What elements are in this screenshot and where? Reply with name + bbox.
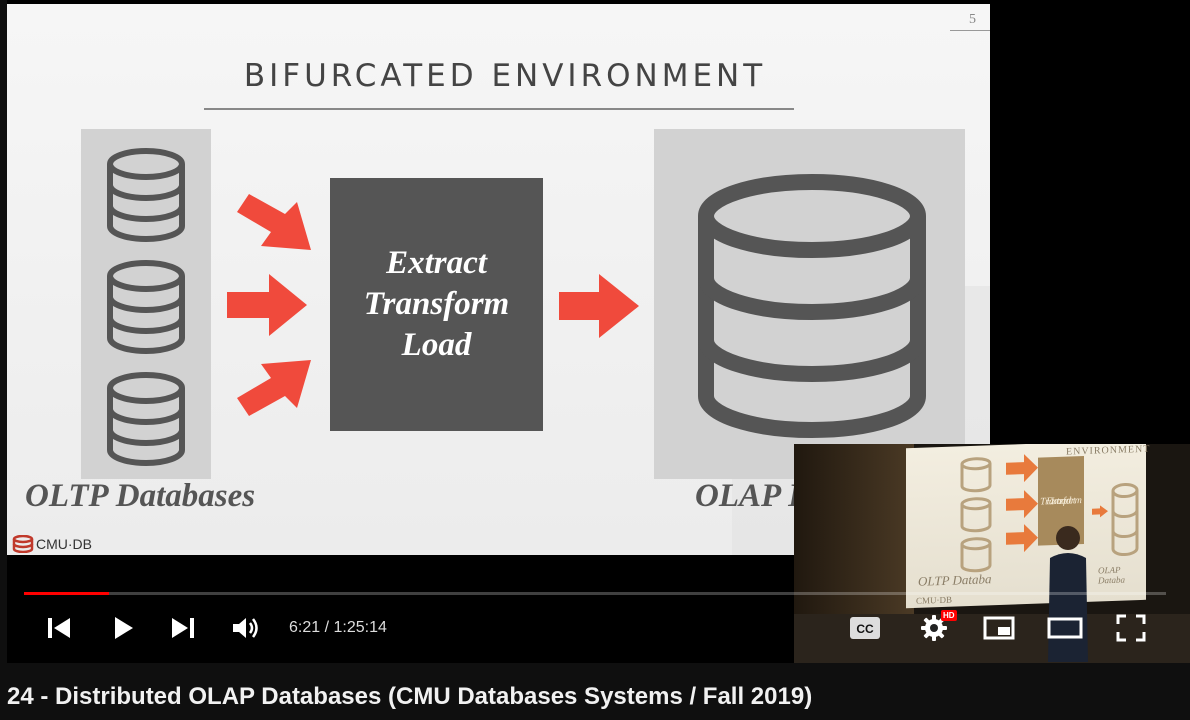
svg-text:CC: CC	[856, 622, 874, 636]
mute-button[interactable]	[229, 612, 263, 644]
slide-frame: 5 BIFURCATED ENVIRONMENT	[7, 4, 990, 555]
play-icon	[115, 617, 133, 639]
oltp-label: OLTP Databases	[25, 478, 256, 514]
pip-cmu-db-logo: CMU·DB	[916, 594, 953, 606]
next-button[interactable]	[167, 612, 199, 644]
arrow-icon	[559, 274, 639, 338]
cmu-db-logo-text: CMU·DB	[36, 536, 92, 552]
arrow-icon	[227, 274, 307, 336]
etl-line: Load	[401, 327, 472, 363]
hd-badge: HD	[941, 610, 957, 621]
etl-line: Transform	[363, 286, 510, 322]
theater-mode-button[interactable]	[1045, 612, 1085, 644]
video-player[interactable]: 5 BIFURCATED ENVIRONMENT	[7, 0, 1190, 663]
slide-title: BIFURCATED ENVIRONMENT	[243, 58, 767, 94]
pip-etl-line: Load	[1050, 494, 1072, 507]
time-display: 6:21 / 1:25:14	[289, 619, 387, 636]
previous-icon	[48, 618, 70, 638]
projector-screen: ENVIRONMENT Extract Transform Load	[906, 444, 1150, 609]
settings-button[interactable]: HD	[913, 610, 957, 646]
arrow-icon	[237, 194, 311, 250]
settings-icon	[921, 615, 947, 641]
etl-box: Extract Transform Load	[330, 178, 543, 431]
previous-button[interactable]	[43, 612, 75, 644]
fullscreen-icon	[1116, 614, 1146, 642]
slide-page-rule	[950, 30, 990, 31]
fullscreen-button[interactable]	[1113, 612, 1149, 644]
progress-bar-played	[24, 592, 110, 595]
volume-icon	[233, 618, 258, 638]
pip-olap-database-icon	[1111, 483, 1139, 557]
olap-database-icon	[698, 174, 926, 438]
slide-page-number: 5	[969, 12, 976, 27]
progress-bar[interactable]	[24, 592, 1166, 595]
miniplayer-icon	[983, 616, 1015, 640]
pip-olap-label: OLAP Databa	[1098, 564, 1125, 586]
theater-mode-icon	[1047, 617, 1083, 639]
oltp-database-icon	[107, 372, 185, 466]
pip-arrow	[1092, 505, 1108, 518]
oltp-database-icon	[107, 148, 185, 242]
oltp-database-icon	[107, 260, 185, 354]
video-title: 24 - Distributed OLAP Databases (CMU Dat…	[7, 683, 813, 710]
miniplayer-button[interactable]	[981, 612, 1017, 644]
cmu-db-logo: CMU·DB	[12, 535, 92, 553]
speaker-figure	[1048, 526, 1088, 662]
play-button[interactable]	[107, 612, 139, 644]
pip-oltp-database-icons	[960, 457, 992, 573]
captions-icon: CC	[850, 617, 880, 639]
olap-label: OLAP D	[695, 478, 813, 514]
slide-title-rule	[204, 108, 794, 110]
next-icon	[172, 618, 194, 638]
pip-arrows	[1006, 454, 1038, 553]
captions-button[interactable]: CC	[847, 612, 883, 644]
arrow-icon	[237, 360, 311, 416]
pip-oltp-label: OLTP Databa	[918, 571, 992, 589]
cmu-db-logo-icon	[12, 535, 34, 553]
etl-line: Extract	[386, 245, 487, 281]
